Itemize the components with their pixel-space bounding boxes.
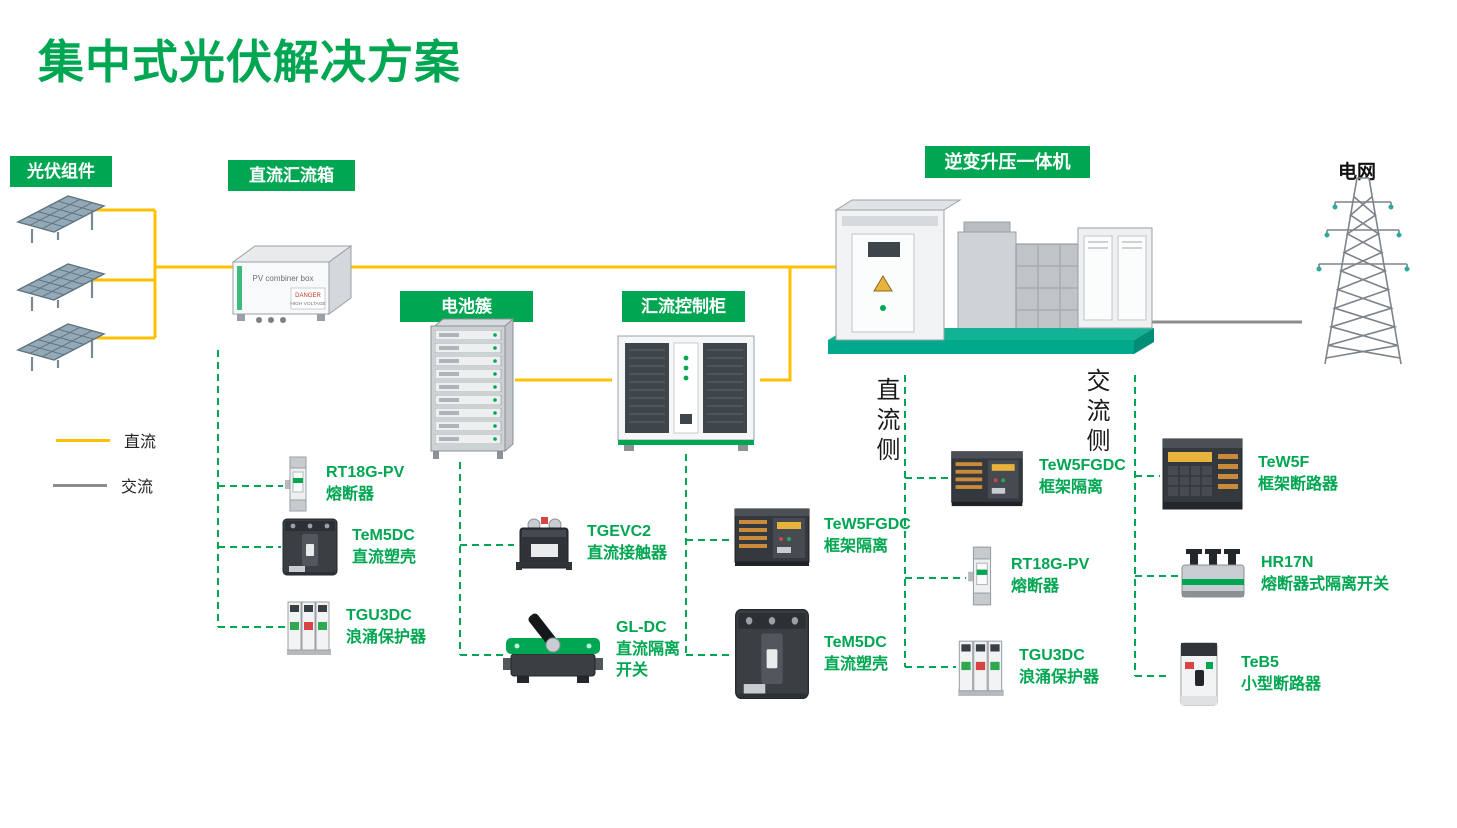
- product-model: TeW5FGDC: [824, 515, 911, 533]
- page-title: 集中式光伏解决方案: [38, 36, 461, 88]
- contactor-icon: [514, 514, 574, 572]
- product-model: RT18G-PV: [1011, 556, 1090, 574]
- label-pv-modules: 光伏组件: [10, 156, 112, 187]
- product-label: RT18G-PV 熔断器: [1011, 554, 1089, 597]
- combiner-box-warning-2: HIGH VOLTAGE: [290, 301, 325, 307]
- solar-panel-illustration: [12, 316, 110, 374]
- legend-dc: 直流: [56, 428, 156, 452]
- product-label: TeW5FGDC 框架隔离: [824, 514, 911, 557]
- product-model: TeM5DC: [824, 634, 887, 652]
- product-tew5f-ac-side: TeW5F 框架断路器: [1160, 434, 1338, 514]
- product-model: TGEVC2: [587, 523, 652, 541]
- product-desc: 浪涌保护器: [346, 629, 427, 646]
- product-label: TGU3DC 浪涌保护器: [1019, 645, 1099, 688]
- solar-panel-illustration: [12, 188, 110, 246]
- legend-ac-label: 交流: [121, 479, 154, 496]
- fuse-switch-icon: [1178, 545, 1248, 603]
- product-desc: 熔断器: [1011, 578, 1060, 595]
- product-gl-dc-battery: GL-DC 直流隔离 开关: [503, 612, 680, 687]
- label-battery-cluster: 电池簇: [400, 291, 533, 322]
- product-desc: 直流塑壳: [352, 549, 417, 566]
- product-desc: 直流隔离: [616, 640, 681, 658]
- product-model: TeW5F: [1258, 454, 1310, 472]
- acb-icon: [1160, 434, 1245, 514]
- surge-protector-icon: [285, 597, 333, 657]
- product-model: GL-DC: [616, 619, 667, 637]
- product-model: RT18G-PV: [326, 464, 405, 482]
- product-desc: 框架隔离: [824, 537, 889, 555]
- product-tgevc2-battery: TGEVC2 直流接触器: [514, 514, 667, 572]
- product-desc-2: 开关: [616, 662, 649, 680]
- label-ac-side: 交流侧: [1082, 368, 1109, 458]
- product-tem5dc-combiner: TeM5DC 直流塑壳: [281, 516, 416, 578]
- product-desc: 熔断器: [326, 486, 375, 503]
- label-dc-side: 直流侧: [872, 377, 899, 467]
- combiner-box-caption: PV combiner box: [253, 274, 314, 283]
- combiner-box-illustration: PV combiner box DANGER HIGH VOLTAGE: [231, 245, 353, 323]
- product-tem5dc-cabinet: TeM5DC 直流塑壳: [733, 605, 888, 703]
- product-label: TeM5DC 直流塑壳: [352, 525, 416, 568]
- product-model: TGU3DC: [346, 607, 412, 625]
- product-rt18g-pv-combiner: RT18G-PV 熔断器: [283, 455, 404, 513]
- product-desc: 直流接触器: [587, 545, 668, 562]
- product-tgu3dc-combiner: TGU3DC 浪涌保护器: [285, 597, 426, 657]
- legend-ac: 交流: [53, 473, 153, 497]
- ac-line-swatch: [53, 483, 107, 487]
- product-tew5fgdc-dc-side: TeW5FGDC 框架隔离: [948, 446, 1126, 508]
- product-model: TGU3DC: [1019, 647, 1085, 665]
- battery-rack-illustration: [430, 317, 515, 459]
- mccb-icon: [733, 605, 811, 703]
- inverter-station-illustration: [828, 199, 1154, 354]
- fuse-icon: [283, 455, 313, 513]
- product-label: GL-DC 直流隔离 开关: [616, 617, 680, 682]
- product-label: TeB5 小型断路器: [1241, 652, 1321, 695]
- product-desc: 小型断路器: [1241, 676, 1322, 693]
- label-inverter-booster: 逆变升压一体机: [925, 146, 1090, 178]
- product-hr17n-ac-side: HR17N 熔断器式隔离开关: [1178, 545, 1389, 603]
- product-desc: 直流塑壳: [824, 656, 889, 673]
- product-desc: 熔断器式隔离开关: [1261, 576, 1390, 593]
- mcb-icon: [1170, 640, 1228, 708]
- product-model: HR17N: [1261, 554, 1314, 572]
- product-rt18g-pv-dc-side: RT18G-PV 熔断器: [966, 545, 1089, 607]
- fuse-icon: [966, 545, 998, 607]
- label-combiner-control-cabinet: 汇流控制柜: [622, 291, 745, 322]
- product-label: RT18G-PV 熔断器: [326, 462, 404, 505]
- surge-protector-icon: [956, 636, 1006, 698]
- product-tgu3dc-dc-side: TGU3DC 浪涌保护器: [956, 636, 1099, 698]
- product-model: TeM5DC: [352, 527, 415, 545]
- frame-breaker-icon: [733, 503, 811, 568]
- product-label: TGEVC2 直流接触器: [587, 521, 667, 564]
- isolator-switch-icon: [503, 612, 603, 687]
- product-teb5-ac-side: TeB5 小型断路器: [1170, 640, 1321, 708]
- legend-dc-label: 直流: [124, 434, 157, 451]
- frame-breaker-icon: [948, 446, 1026, 508]
- dc-line-swatch: [56, 438, 110, 442]
- product-model: TeW5FGDC: [1039, 457, 1126, 475]
- mccb-icon: [281, 516, 339, 578]
- product-desc: 框架断路器: [1258, 476, 1339, 493]
- label-dc-combiner-box: 直流汇流箱: [228, 160, 355, 191]
- product-model: TeB5: [1241, 654, 1279, 672]
- control-cabinet-illustration: [617, 335, 755, 451]
- product-label: TGU3DC 浪涌保护器: [346, 605, 426, 648]
- product-label: TeM5DC 直流塑壳: [824, 632, 888, 675]
- solar-panel-illustration: [12, 256, 110, 314]
- product-desc: 框架隔离: [1039, 479, 1104, 496]
- product-label: TeW5FGDC 框架隔离: [1039, 455, 1126, 498]
- product-tew5fgdc-cabinet: TeW5FGDC 框架隔离: [733, 503, 911, 568]
- product-label: TeW5F 框架断路器: [1258, 452, 1338, 495]
- product-desc: 浪涌保护器: [1019, 669, 1100, 686]
- transmission-tower-illustration: [1316, 177, 1410, 365]
- combiner-box-warning-1: DANGER: [295, 293, 321, 299]
- product-label: HR17N 熔断器式隔离开关: [1261, 552, 1389, 595]
